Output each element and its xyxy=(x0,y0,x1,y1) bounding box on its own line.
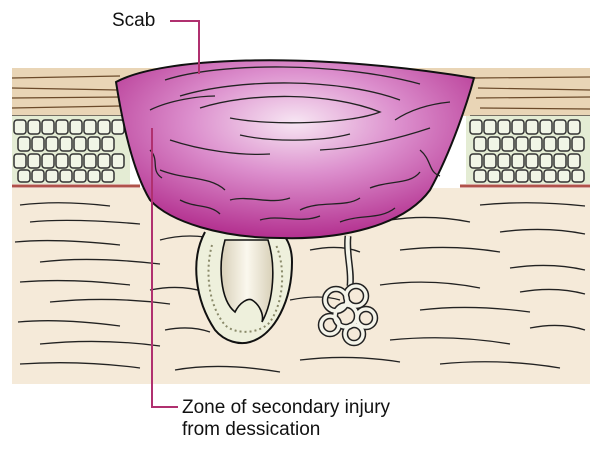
zone-label-line2: from dessication xyxy=(182,419,390,441)
zone-label-line1: Zone of secondary injury xyxy=(182,397,390,419)
epidermis-right xyxy=(466,116,590,184)
zone-label: Zone of secondary injury from dessicatio… xyxy=(182,397,390,441)
scab-label: Scab xyxy=(112,10,155,32)
epidermis-left xyxy=(12,116,130,184)
